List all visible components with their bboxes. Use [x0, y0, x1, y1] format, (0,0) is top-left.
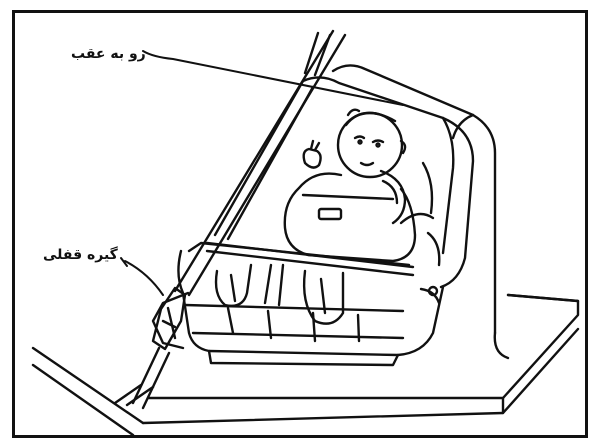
- locking-clip-leader: [121, 258, 163, 295]
- illustration-frame: رو به عقب گیره قفلی: [12, 10, 588, 438]
- child-figure: [216, 110, 415, 324]
- car-seat-illustration: [15, 13, 585, 435]
- rear-facing-label: رو به عقب: [71, 47, 146, 61]
- harness-bar: [207, 243, 413, 305]
- locking-clip-label: گیره قفلی: [43, 248, 118, 262]
- locking-clip: [115, 288, 185, 408]
- rear-facing-leader: [143, 51, 403, 105]
